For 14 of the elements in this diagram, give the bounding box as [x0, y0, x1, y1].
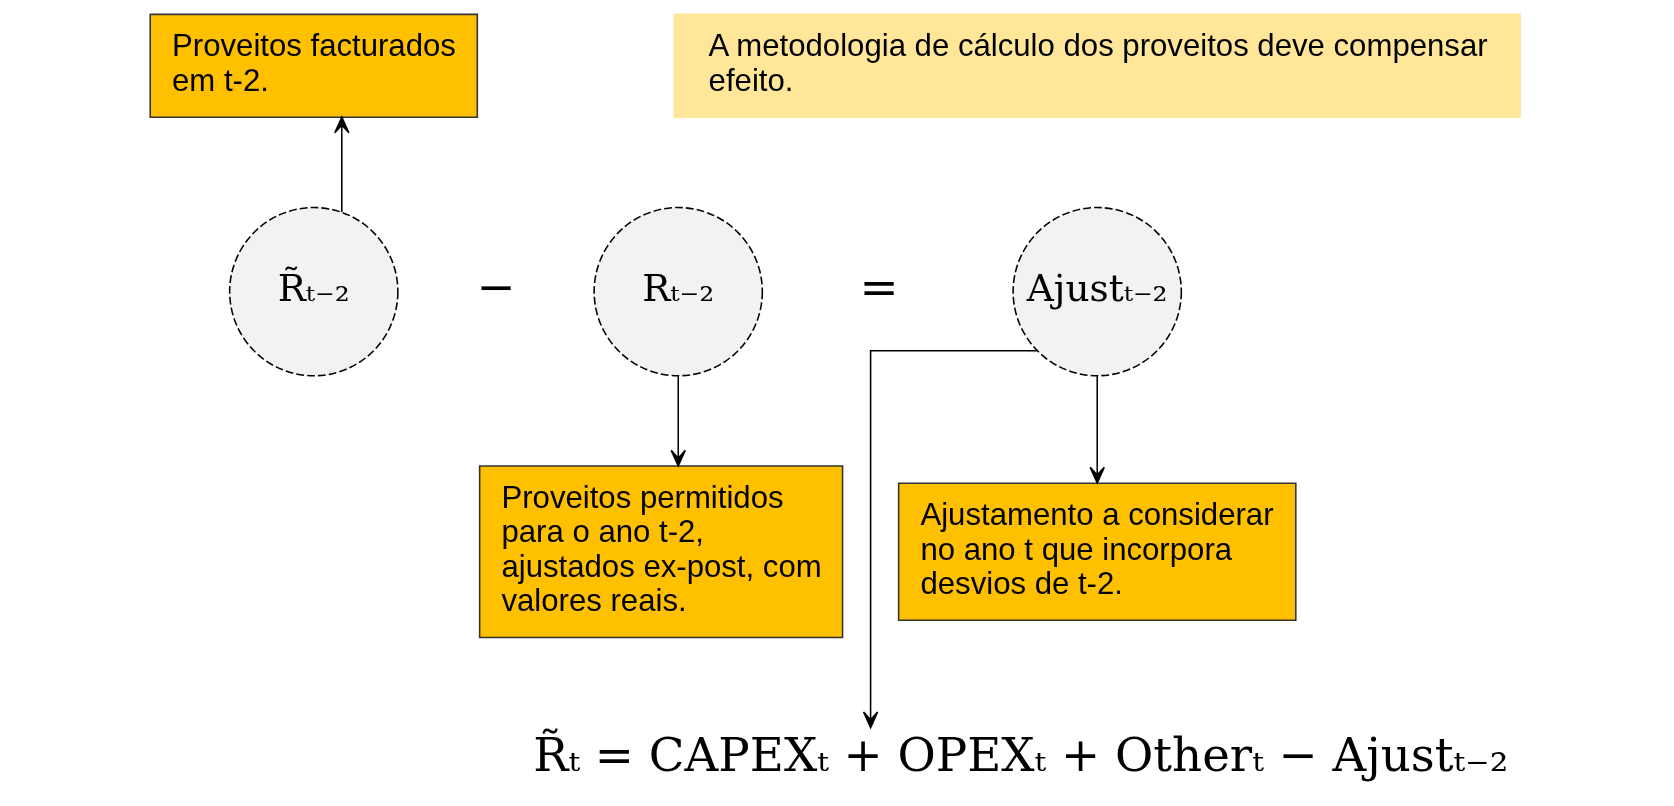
node-box: Ajustamento a considerar no ano t que incorpora desvios de t-2.: [897, 482, 1297, 622]
arrow: [862, 350, 1038, 729]
arrow: [669, 375, 686, 467]
node-box: A metodologia de cálculo dos proveitos deve compensar efeito.: [673, 13, 1521, 118]
node-box: Proveitos permitidos para o ano t-2, ajustados ex-post, com valores reais.: [478, 465, 843, 639]
label: −: [475, 260, 516, 315]
arrow: [1088, 375, 1105, 484]
node-box: Proveitos facturados em t-2.: [148, 13, 478, 118]
arrow: [333, 116, 350, 213]
node-circle: Ajustₜ₋₂: [1011, 206, 1182, 377]
label: =: [859, 260, 899, 315]
node-circle: R̃ₜ₋₂: [228, 206, 399, 377]
node-circle: Rₜ₋₂: [592, 206, 763, 377]
node-text: R̃ₜ = CAPEXₜ + OPEXₜ + Otherₜ − Ajustₜ₋₂: [532, 728, 1508, 783]
